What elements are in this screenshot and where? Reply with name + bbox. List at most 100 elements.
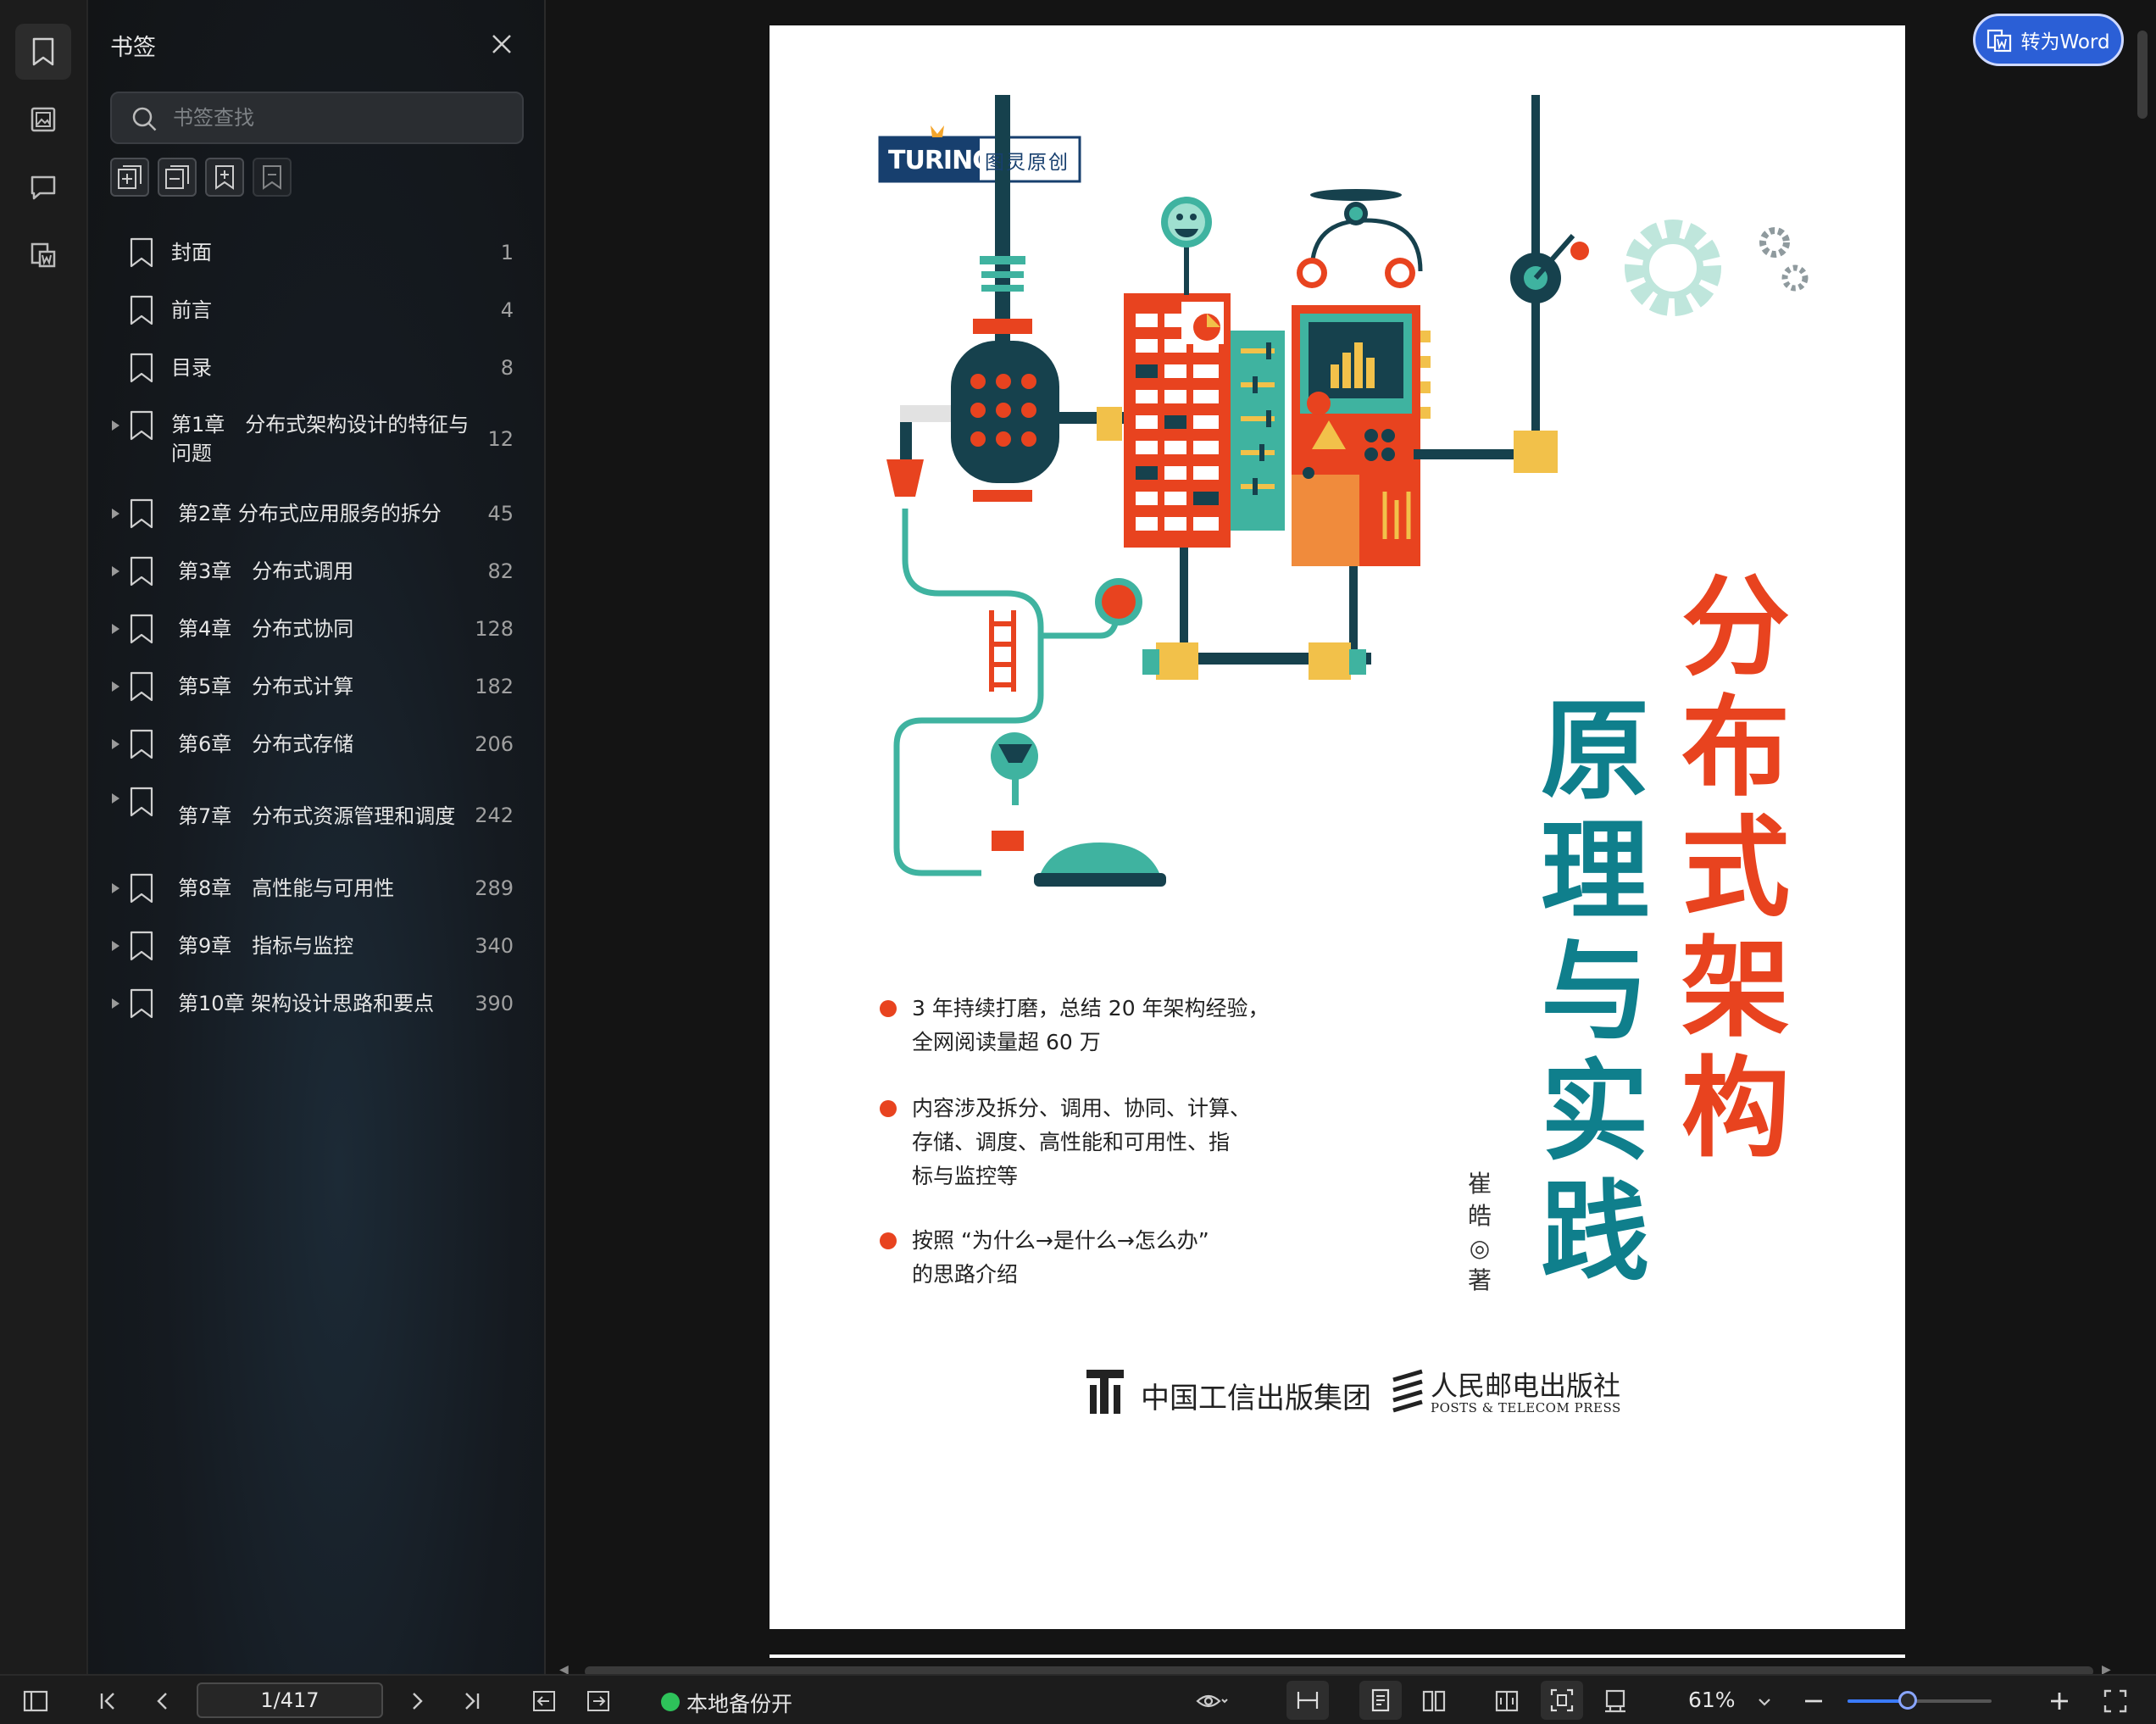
- bookmark-search-input[interactable]: [173, 102, 512, 134]
- publisher1-logo: [1086, 1370, 1124, 1414]
- bullet-dot: [880, 1000, 897, 1017]
- bookmark-label: 第5章 分布式计算: [178, 675, 354, 698]
- vertical-scrollbar[interactable]: [2137, 31, 2148, 119]
- gear-icon: [1625, 220, 1721, 316]
- title-char: 与: [1540, 929, 1649, 1055]
- bookmark-icon: [130, 931, 153, 961]
- forward-icon[interactable]: [585, 1688, 612, 1715]
- sidebar-toggle-icon[interactable]: [22, 1688, 49, 1715]
- rotate-icon[interactable]: [1602, 1688, 1629, 1715]
- bookmark-page: 82: [487, 559, 514, 583]
- title-char: 著: [1467, 1266, 1492, 1294]
- collapse-all-button[interactable]: [158, 158, 197, 197]
- bookmark-label: 第4章 分布式协同: [178, 617, 354, 641]
- fullscreen-icon[interactable]: [2102, 1688, 2129, 1715]
- title-char: 原: [1540, 688, 1649, 815]
- expand-caret[interactable]: [112, 883, 119, 893]
- bookmark-item[interactable]: 第1章 分布式架构设计的特征与 问题 12: [88, 409, 546, 471]
- fit-page-icon: [1550, 1688, 1574, 1712]
- bookmark-item[interactable]: 第5章 分布式计算 182: [88, 670, 546, 704]
- scroll-left-arrow-icon[interactable]: ◀: [559, 1663, 569, 1677]
- title-char: 构: [1681, 1046, 1790, 1172]
- bookmark-item[interactable]: 第3章 分布式调用 82: [88, 554, 546, 588]
- close-panel-button[interactable]: [486, 29, 517, 59]
- cover-illustration: [878, 95, 1809, 887]
- bookmark-item[interactable]: 前言 4: [88, 293, 546, 327]
- zoom-in-icon[interactable]: [2046, 1688, 2073, 1715]
- turing-logo: [878, 125, 1081, 183]
- expand-caret[interactable]: [112, 624, 119, 634]
- remove-bookmark-button[interactable]: [253, 158, 292, 197]
- back-icon[interactable]: [531, 1688, 558, 1715]
- bookmark-item[interactable]: 第7章 分布式资源管理和调度 242: [88, 785, 546, 848]
- add-bookmark-button[interactable]: [205, 158, 244, 197]
- bookmark-page: 340: [475, 934, 514, 958]
- turing-logo-text: TURING: [888, 146, 993, 175]
- bookmark-page: 4: [500, 298, 514, 322]
- bookmark-icon: [130, 237, 153, 268]
- expand-caret[interactable]: [112, 566, 119, 576]
- fit-page-button[interactable]: [1541, 1681, 1583, 1720]
- thumbnail-panel-button[interactable]: [15, 92, 71, 147]
- bookmark-page: 390: [475, 992, 514, 1015]
- expand-caret[interactable]: [112, 681, 119, 692]
- expand-caret[interactable]: [112, 739, 119, 749]
- bookmark-label: 第10章 架构设计思路和要点: [178, 992, 435, 1015]
- expand-caret[interactable]: [112, 420, 119, 431]
- bookmark-item[interactable]: 第9章 指标与监控 340: [88, 929, 546, 963]
- expand-caret[interactable]: [112, 941, 119, 951]
- zoom-slider-knob[interactable]: [1898, 1691, 1917, 1710]
- bookmark-label: 目录: [171, 356, 212, 380]
- sidebar-rail: [0, 0, 88, 1674]
- bookmark-icon: [130, 295, 153, 325]
- zoom-level[interactable]: 61%: [1688, 1688, 1736, 1712]
- scroll-right-arrow-icon[interactable]: ▶: [2102, 1663, 2111, 1677]
- book-title-main: 分布式架构: [1676, 568, 1795, 1170]
- zoom-dropdown-chevron-icon[interactable]: [1754, 1688, 1775, 1715]
- expand-all-button[interactable]: [110, 158, 149, 197]
- first-page-icon[interactable]: [95, 1688, 122, 1715]
- page-indicator[interactable]: 1/417: [197, 1682, 383, 1718]
- title-char: ◎: [1469, 1234, 1491, 1262]
- comments-panel-button[interactable]: [15, 159, 71, 215]
- bookmark-icon: [130, 353, 153, 383]
- bookmark-item[interactable]: 第2章 分布式应用服务的拆分 45: [88, 497, 546, 531]
- title-char: 布: [1681, 685, 1790, 811]
- backup-status[interactable]: 本地备份开: [686, 1692, 793, 1716]
- convert-to-word-button[interactable]: 转为Word: [1973, 14, 2124, 66]
- bookmark-item[interactable]: 目录 8: [88, 351, 546, 385]
- last-page-icon[interactable]: [458, 1688, 485, 1715]
- cover-bullet: 3 年持续打磨，总结 20 年架构经验， 全网阅读量超 60 万: [912, 996, 1270, 1054]
- bookmark-icon: [32, 37, 54, 66]
- convert-to-word-label: 转为Word: [2020, 31, 2110, 53]
- title-char: 理: [1540, 809, 1649, 935]
- bookmark-search: [110, 92, 524, 144]
- bookmark-item[interactable]: 封面 1: [88, 236, 546, 270]
- fit-width-icon: [1297, 1692, 1319, 1709]
- single-page-icon: [1371, 1688, 1390, 1712]
- bookmark-icon: [130, 410, 153, 441]
- bookmark-page: 289: [475, 876, 514, 900]
- bookmark-label: 第3章 分布式调用: [178, 559, 354, 583]
- expand-caret[interactable]: [112, 793, 119, 804]
- close-icon: [492, 35, 511, 53]
- bookmark-item[interactable]: 第6章 分布式存储 206: [88, 727, 546, 761]
- expand-caret[interactable]: [112, 509, 119, 519]
- prev-page-icon[interactable]: [149, 1688, 176, 1715]
- attachment-panel-button[interactable]: [15, 227, 71, 283]
- bookmark-label: 前言: [171, 298, 212, 322]
- fit-width-button[interactable]: [1286, 1681, 1329, 1720]
- bookmark-item[interactable]: 第8章 高性能与可用性 289: [88, 871, 546, 905]
- two-page-icon[interactable]: [1420, 1688, 1448, 1715]
- eye-icon[interactable]: [1195, 1688, 1229, 1715]
- bookmark-item[interactable]: 第10章 架构设计思路和要点 390: [88, 987, 546, 1020]
- zoom-out-icon[interactable]: [1800, 1688, 1827, 1715]
- bookmark-item[interactable]: 第4章 分布式协同 128: [88, 612, 546, 646]
- zoom-slider-track[interactable]: [1848, 1699, 1992, 1703]
- book-mode-icon[interactable]: [1493, 1688, 1520, 1715]
- comment-icon: [31, 175, 56, 200]
- single-page-button[interactable]: [1359, 1681, 1402, 1720]
- expand-caret[interactable]: [112, 998, 119, 1009]
- bookmark-panel-button[interactable]: [15, 24, 71, 80]
- next-page-icon[interactable]: [403, 1688, 431, 1715]
